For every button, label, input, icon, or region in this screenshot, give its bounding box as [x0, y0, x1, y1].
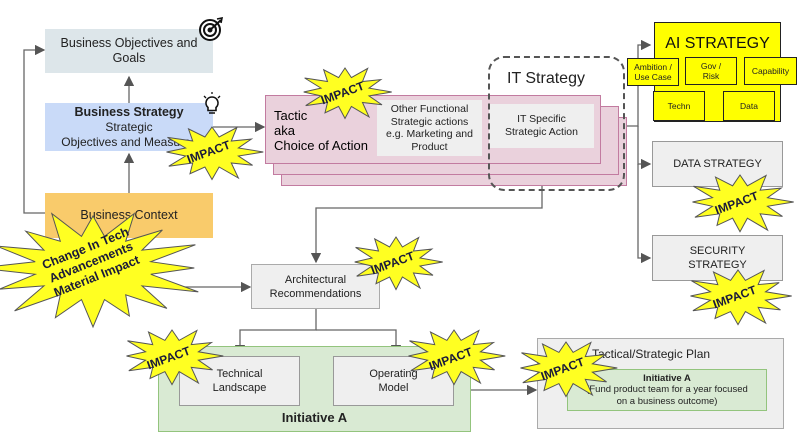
it-specific-line-2: Strategic Action [505, 126, 578, 138]
strategy-title: Business Strategy [74, 104, 184, 119]
ai-item-ambition-label: Ambition / Use Case [634, 62, 672, 82]
impact-burst-plan [520, 341, 618, 398]
operating-line-2: Model [378, 382, 409, 394]
ai-item-gov-risk-label: Gov / Risk [700, 61, 722, 81]
plan-desc-line-2: on a business outcome) [616, 395, 718, 407]
architectural-recommendations-box: Architectural Recommendations [251, 264, 380, 309]
impact-burst-arch [354, 236, 443, 291]
impact-burst-operating [408, 329, 506, 386]
plan-initiative-box: Initiative A (Fund product team for a ye… [567, 369, 767, 411]
operating-line-1: Operating [369, 368, 418, 380]
impact-burst-strategy [166, 126, 264, 181]
strategy-line-2: Objectives and Measures [61, 134, 197, 149]
impact-burst-security [690, 269, 792, 326]
plan-desc-line-1: (Fund product team for a year focused [586, 384, 748, 396]
strategy-line-1: Strategic [105, 119, 153, 134]
arch-line-2: Recommendations [269, 287, 362, 300]
ai-item-capability: Capability [744, 57, 797, 85]
it-specific-line-1: IT Specific [517, 113, 566, 125]
ai-item-ambition: Ambition / Use Case [627, 58, 679, 86]
tactic-line-1: Tactic [274, 108, 308, 123]
other-line-1: Other Functional [390, 103, 469, 115]
technical-line-2: Landscape [212, 382, 267, 394]
arch-line-1: Architectural [284, 273, 347, 286]
objectives-line-1: Business Objectives and [60, 36, 198, 50]
ai-strategy-title: AI STRATEGY [665, 35, 770, 52]
ai-item-gov-risk: Gov / Risk [685, 57, 737, 85]
ai-item-data: Data [723, 91, 775, 121]
ai-item-capability-label: Capability [751, 66, 790, 76]
it-strategy-label: IT Strategy [507, 70, 585, 87]
context-label: Business Context [80, 208, 178, 222]
plan-title: Tactical/Strategic Plan [592, 347, 711, 361]
tactic-line-3: Choice of Action [274, 138, 368, 153]
plan-initiative-title: Initiative A [643, 372, 691, 384]
impact-burst-tactic [303, 67, 392, 120]
ai-item-techn-label: Techn [667, 101, 691, 111]
other-line-2: Strategic actions [390, 115, 469, 128]
tactic-line-2: aka [274, 123, 295, 138]
lightbulb-icon [203, 92, 221, 114]
change-burst [0, 212, 199, 329]
ai-item-data-label: Data [740, 101, 758, 111]
security-strategy-box: SECURITY STRATEGY [652, 235, 783, 281]
impact-burst-data [692, 174, 794, 233]
objectives-line-2: Goals [112, 51, 146, 65]
impact-burst-technical [126, 329, 224, 386]
security-line-1: SECURITY [689, 245, 746, 257]
other-functional-box: Other Functional Strategic actions e.g. … [377, 100, 482, 156]
it-strategy-dashed-region [488, 56, 625, 191]
other-line-4: Product [411, 140, 448, 153]
other-line-3: e.g. Marketing and [386, 128, 473, 140]
initiative-label: Initiative A [281, 410, 348, 425]
business-objectives-box: Business Objectives and Goals [45, 29, 213, 73]
ai-item-techn: Techn [653, 91, 705, 121]
data-strategy-label: DATA STRATEGY [673, 158, 762, 170]
it-specific-box: IT Specific Strategic Action [489, 104, 594, 148]
technical-line-1: Technical [216, 368, 263, 380]
security-line-2: STRATEGY [688, 259, 747, 271]
target-icon [199, 17, 224, 41]
